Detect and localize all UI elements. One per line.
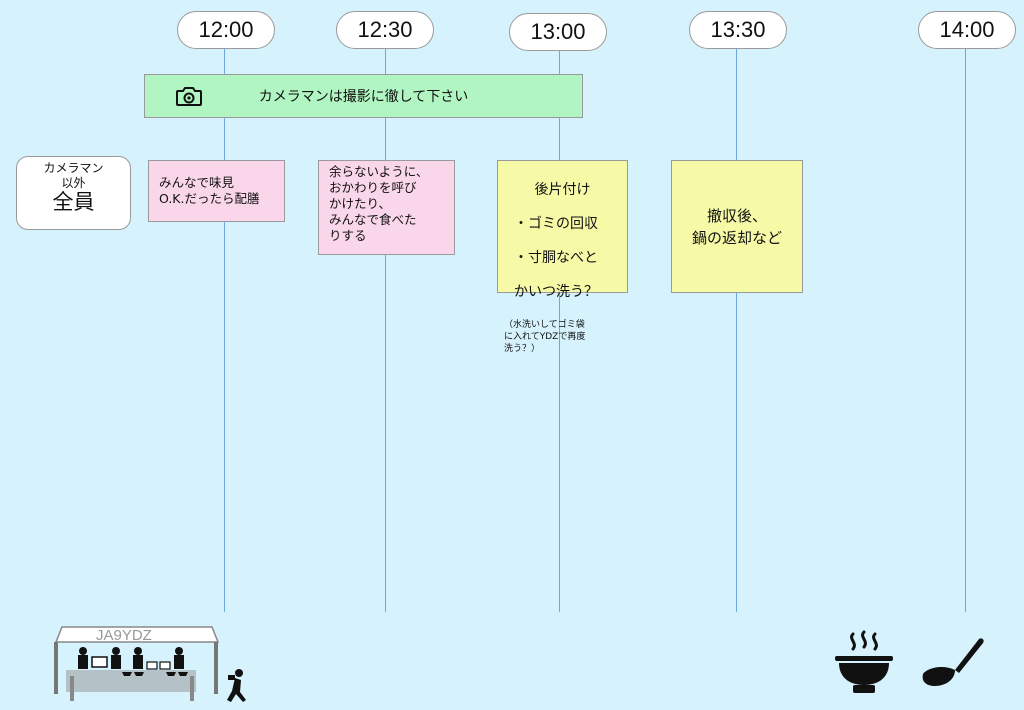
time-label-1400: 14:00 bbox=[918, 11, 1016, 49]
participants-line2: 以外 bbox=[61, 176, 86, 190]
photographer-icon bbox=[224, 668, 250, 710]
cleanup-item3: かいつ洗う？ bbox=[514, 284, 598, 300]
timeline-line-1230 bbox=[385, 46, 386, 612]
time-label-1330: 13:30 bbox=[689, 11, 787, 49]
cleanup-item2: ・寸胴なべと bbox=[514, 250, 598, 266]
time-label-1200: 12:00 bbox=[177, 11, 275, 49]
tent-label: JA9YDZ bbox=[96, 627, 152, 644]
note-serving: 余らないように、 おかわりを呼び かけたり、 みんなで食べた りする bbox=[318, 160, 455, 255]
tent-illustration: JA9YDZ bbox=[50, 624, 222, 708]
participants-line3: 全員 bbox=[52, 190, 95, 214]
participants-box: カメラマン 以外 全員 bbox=[16, 156, 131, 230]
cleanup-title: 後片付け bbox=[534, 182, 591, 198]
teardown-text: 撤収後、 鍋の返却など bbox=[691, 206, 782, 247]
note-tasting: みんなで味見 O.K.だったら配膳 bbox=[148, 160, 285, 222]
time-label-1300: 13:00 bbox=[509, 13, 607, 51]
cleanup-detail: （水洗いしてゴミ袋 に入れてYDZで再度 洗う？） bbox=[504, 320, 586, 354]
timeline-line-1400 bbox=[965, 46, 966, 612]
ladle-icon bbox=[921, 636, 985, 694]
timeline-line-1300 bbox=[559, 46, 560, 612]
cleanup-item1: ・ゴミの回収 bbox=[514, 216, 598, 232]
timeline-line-1330 bbox=[736, 46, 737, 612]
time-label-1230: 12:30 bbox=[336, 11, 434, 49]
note-teardown: 撤収後、 鍋の返却など bbox=[671, 160, 803, 293]
photographer-banner: カメラマンは撮影に徹して下さい bbox=[144, 74, 583, 118]
participants-line1: カメラマン bbox=[43, 161, 104, 175]
bowl-icon bbox=[833, 630, 895, 700]
banner-text: カメラマンは撮影に徹して下さい bbox=[258, 89, 469, 105]
camera-icon bbox=[175, 85, 203, 111]
note-cleanup: 後片付け ・ゴミの回収 ・寸胴なべと かいつ洗う？ （水洗いしてゴミ袋 に入れて… bbox=[497, 160, 628, 354]
timeline-line-1200 bbox=[224, 46, 225, 612]
